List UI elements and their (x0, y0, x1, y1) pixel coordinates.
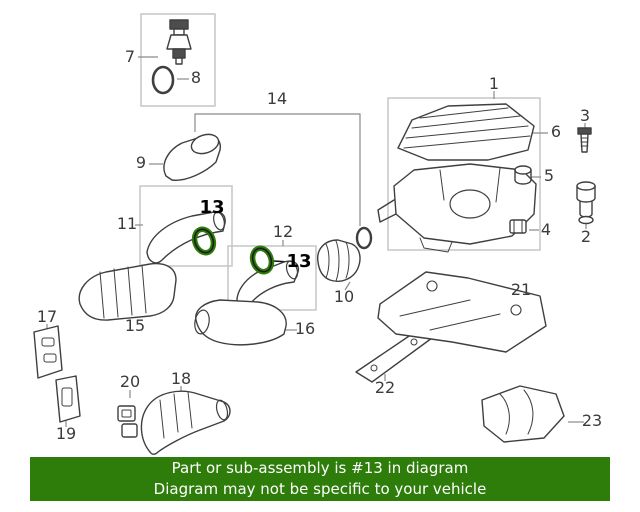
part-2-mount-shape (576, 181, 596, 225)
part-17-bracket-shape (33, 325, 63, 379)
part-21-bracket-shape (377, 271, 547, 353)
banner-line1: Part or sub-assembly is #13 in diagram (171, 459, 469, 477)
part-19-bracket-shape (55, 375, 81, 423)
part-7-sensor-shape (166, 19, 192, 65)
part-23-shield-shape (481, 385, 565, 443)
part-3-screw-shape (577, 127, 592, 153)
part-1-housing-shape (377, 163, 537, 253)
part-13-clamp-a (191, 226, 217, 256)
banner-line2: Diagram may not be specific to your vehi… (153, 480, 487, 498)
part-15-duct-shape (78, 262, 177, 321)
highlight-banner: Part or sub-assembly is #13 in diagram D… (30, 457, 610, 501)
part-16-duct-shape (194, 299, 287, 346)
part-4-clip-shape (509, 219, 527, 234)
part-20-grommet-shape (117, 405, 138, 438)
part-6-cover-shape (397, 103, 535, 161)
part-10-connector-shape (317, 226, 373, 282)
part-13-clamp-b (249, 245, 275, 275)
part-9-hose-shape (163, 133, 221, 181)
part-18-duct-shape (140, 390, 231, 455)
part-11-duct-shape (146, 211, 226, 264)
part-8-oring-shape (151, 65, 175, 95)
part-5-grommet-shape (514, 165, 532, 185)
